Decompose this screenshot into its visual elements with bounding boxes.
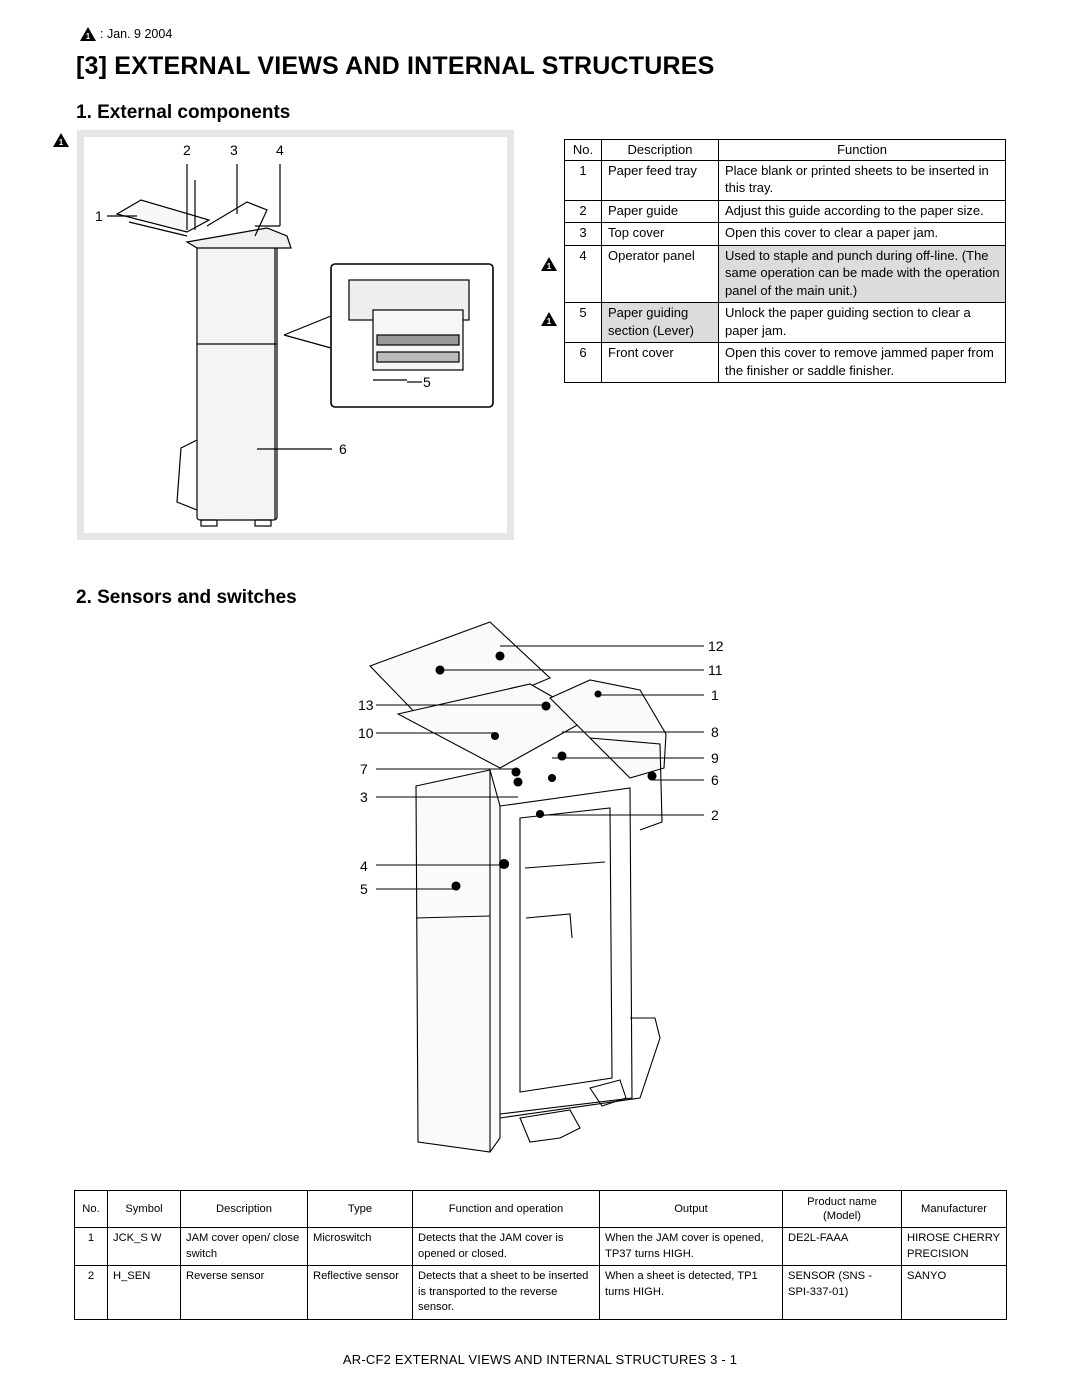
section1-heading: 1. External components <box>76 102 291 123</box>
header-output: Output <box>599 1190 783 1228</box>
row-no: 5 <box>564 302 602 343</box>
row-symbol: JCK_S W <box>107 1227 181 1266</box>
header-function: Function <box>718 139 1006 161</box>
row-function: Used to staple and punch during off-line… <box>718 244 1006 303</box>
header-description: Description <box>601 139 719 161</box>
row-function: Detects that the JAM cover is opened or … <box>412 1227 600 1266</box>
header-function: Function and operation <box>412 1190 600 1228</box>
row-function: Open this cover to clear a paper jam. <box>718 222 1006 246</box>
row-description: JAM cover open/ close switch <box>180 1227 308 1266</box>
sensors-figure: 13 10 7 3 4 5 12 11 1 8 9 6 2 <box>340 618 740 1178</box>
sensor-callout-6: 6 <box>711 772 719 788</box>
header-type: Type <box>307 1190 413 1228</box>
row-no: 3 <box>564 222 602 246</box>
header-no: No. <box>564 139 602 161</box>
revision-mark-icon: 1 <box>53 133 69 147</box>
revision-date: : Jan. 9 2004 <box>100 27 173 41</box>
callout-6: 6 <box>339 441 347 457</box>
row-no: 1 <box>564 159 602 201</box>
section2-heading: 2. Sensors and switches <box>76 587 297 608</box>
table-row: 1 JCK_S W JAM cover open/ close switch M… <box>74 1227 1007 1266</box>
header-description: Description <box>180 1190 308 1228</box>
row-description: Paper guide <box>601 199 719 223</box>
row-no: 2 <box>564 199 602 223</box>
sensor-callout-4: 4 <box>360 858 368 874</box>
table-row: 4 Operator panel Used to staple and punc… <box>564 244 1006 303</box>
callout-1: 1 <box>95 208 103 224</box>
table-row: 1 Paper feed tray Place blank or printed… <box>564 159 1006 201</box>
table-row: 3 Top cover Open this cover to clear a p… <box>564 222 1006 246</box>
row-description: Top cover <box>601 222 719 246</box>
callout-4: 4 <box>276 142 284 158</box>
table-row: 6 Front cover Open this cover to remove … <box>564 342 1006 383</box>
table-row: 2 H_SEN Reverse sensor Reflective sensor… <box>74 1265 1007 1320</box>
row-description: Reverse sensor <box>180 1265 308 1320</box>
row-symbol: H_SEN <box>107 1265 181 1320</box>
header-no: No. <box>74 1190 108 1228</box>
row-manufacturer: SANYO <box>901 1265 1007 1320</box>
sensor-callout-12: 12 <box>708 638 724 654</box>
row-function: Unlock the paper guiding section to clea… <box>718 302 1006 343</box>
page-footer: AR-CF2 EXTERNAL VIEWS AND INTERNAL STRUC… <box>342 1352 738 1367</box>
sensor-callout-3: 3 <box>360 789 368 805</box>
header-symbol: Symbol <box>107 1190 181 1228</box>
row-description: Front cover <box>601 342 719 383</box>
row-product: SENSOR (SNS - SPI-337-01) <box>782 1265 902 1320</box>
row-product: DE2L-FAAA <box>782 1227 902 1266</box>
sensor-callout-2: 2 <box>711 807 719 823</box>
header-manufacturer: Manufacturer <box>901 1190 1007 1228</box>
sensor-callout-8: 8 <box>711 724 719 740</box>
finisher-external-drawing <box>107 164 494 527</box>
row-manufacturer: HIROSE CHERRY PRECISION <box>901 1227 1007 1266</box>
revision-mark-icon: 1 <box>541 257 557 271</box>
table-header-row: No. Description Function <box>564 139 1006 161</box>
row-function: Detects that a sheet to be inserted is t… <box>412 1265 600 1320</box>
header-product: Product name (Model) <box>782 1190 902 1228</box>
sensor-callout-9: 9 <box>711 750 719 766</box>
finisher-internal-drawing <box>369 621 704 1153</box>
row-type: Reflective sensor <box>307 1265 413 1320</box>
sensor-callout-7: 7 <box>360 761 368 777</box>
sensor-callout-10: 10 <box>358 725 374 741</box>
row-function: Open this cover to remove jammed paper f… <box>718 342 1006 383</box>
table-header-row: No. Symbol Description Type Function and… <box>74 1190 1007 1228</box>
page-title: [3] EXTERNAL VIEWS AND INTERNAL STRUCTUR… <box>76 52 715 80</box>
sensor-callout-13: 13 <box>358 697 374 713</box>
callout-5: 5 <box>423 374 431 390</box>
callout-2: 2 <box>183 142 191 158</box>
external-components-figure: 2 3 4 1 5 6 <box>77 130 514 540</box>
row-no: 6 <box>564 342 602 383</box>
components-table: No. Description Function 1 Paper feed tr… <box>564 139 1006 383</box>
sensors-table: No. Symbol Description Type Function and… <box>74 1190 1007 1320</box>
row-function: Adjust this guide according to the paper… <box>718 199 1006 223</box>
row-type: Microswitch <box>307 1227 413 1266</box>
row-description: Operator panel <box>601 244 719 303</box>
table-row: 5 Paper guiding section (Lever) Unlock t… <box>564 302 1006 343</box>
table-row: 2 Paper guide Adjust this guide accordin… <box>564 199 1006 223</box>
sensor-callout-11: 11 <box>708 662 723 678</box>
row-description: Paper feed tray <box>601 159 719 201</box>
row-no: 2 <box>74 1265 108 1320</box>
row-no: 1 <box>74 1227 108 1266</box>
revision-mark-icon: 1 <box>541 312 557 326</box>
row-description: Paper guiding section (Lever) <box>601 302 719 343</box>
revision-mark-icon: 1 <box>80 27 96 41</box>
sensor-callout-5: 5 <box>360 881 368 897</box>
callout-3: 3 <box>230 142 238 158</box>
row-output: When the JAM cover is opened, TP37 turns… <box>599 1227 783 1266</box>
row-no: 4 <box>564 244 602 303</box>
row-function: Place blank or printed sheets to be inse… <box>718 159 1006 201</box>
row-output: When a sheet is detected, TP1 turns HIGH… <box>599 1265 783 1320</box>
sensor-callout-1: 1 <box>711 687 719 703</box>
